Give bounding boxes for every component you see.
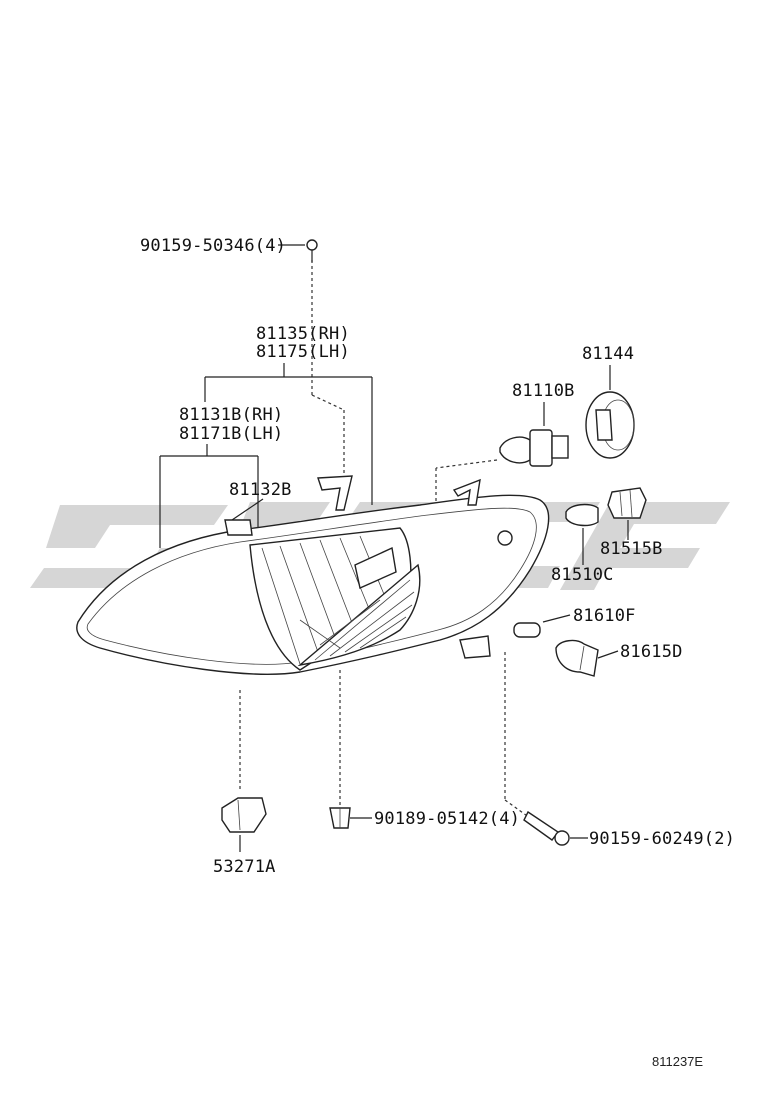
label-unit-lh: 81175(LH) xyxy=(256,342,350,362)
label-socket-side: 81615D xyxy=(620,642,683,662)
socket-side-icon xyxy=(555,639,599,677)
label-housing-lh: 81171B(LH) xyxy=(179,424,283,444)
cover-icon xyxy=(585,391,635,459)
label-screw-top: 90159-50346(4) xyxy=(140,236,286,256)
bracket-icon xyxy=(221,797,267,833)
label-cover: 81144 xyxy=(582,344,634,364)
bulb-small-icon xyxy=(565,503,599,527)
figure-code: 811237E xyxy=(652,1054,703,1069)
label-bulb-small: 81510C xyxy=(551,565,614,585)
label-unit-rh: 81135(RH) xyxy=(256,324,350,344)
socket-icon xyxy=(607,487,647,519)
label-bulb-side: 81610F xyxy=(573,606,636,626)
label-bulb-h: 81110B xyxy=(512,381,575,401)
headlamp-assembly xyxy=(76,475,550,675)
label-housing-rh: 81131B(RH) xyxy=(179,405,283,425)
label-bracket: 53271A xyxy=(213,857,276,877)
label-lens: 81132B xyxy=(229,480,292,500)
screw-top-icon xyxy=(306,239,318,262)
label-socket: 81515B xyxy=(600,539,663,559)
label-screw-bottom: 90159-60249(2) xyxy=(589,829,735,849)
screw-bottom-icon xyxy=(523,810,570,846)
part-labels: 90159-50346(4) 81135(RH) 81175(LH) 81131… xyxy=(140,236,735,1069)
clip-icon xyxy=(329,807,351,829)
bulb-h-icon xyxy=(499,429,569,467)
label-clip: 90189-05142(4) xyxy=(374,809,520,829)
bulb-side-icon xyxy=(513,622,541,638)
